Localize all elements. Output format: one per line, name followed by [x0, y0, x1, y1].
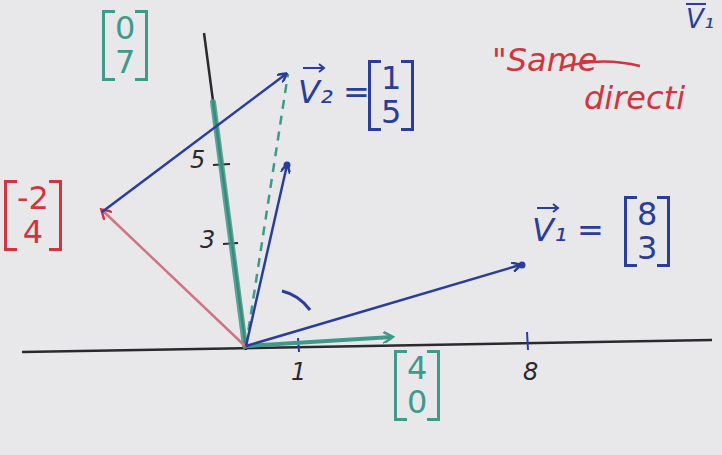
vector-neg2-4	[102, 210, 245, 346]
vector-matrix: 0 7	[102, 10, 148, 81]
note-text: directi	[584, 82, 685, 116]
vector-matrix: 1 5	[368, 60, 414, 131]
vector-arrow	[537, 204, 558, 212]
angle-mark	[282, 291, 310, 310]
vector-0-7	[213, 102, 245, 346]
x-axis	[22, 340, 712, 352]
vector-matrix: 4 0	[394, 350, 440, 421]
vector-arrow	[686, 3, 706, 5]
tick-mark	[298, 338, 299, 352]
vector-matrix: -2 4	[4, 180, 62, 251]
tick-label: 8	[523, 360, 538, 385]
vector-tip	[519, 262, 526, 269]
vector-v1	[246, 265, 520, 346]
vector-tip	[284, 162, 291, 169]
tick-label: 3	[200, 228, 215, 253]
vector-name: V₁	[686, 6, 714, 33]
y-axis	[204, 33, 246, 350]
tick-mark	[527, 332, 528, 350]
dashed-vector	[246, 74, 288, 346]
note-text: "Same	[492, 44, 598, 78]
vector-name: V₁ =	[532, 214, 604, 248]
vector-name: V₂ =	[298, 76, 370, 110]
vector-arrow	[303, 64, 324, 72]
tick-label: 1	[291, 360, 306, 385]
vector-sum	[102, 74, 286, 212]
tick-label: 5	[190, 148, 205, 173]
vector-matrix: 8 3	[624, 196, 670, 267]
vector-v2	[246, 165, 287, 346]
